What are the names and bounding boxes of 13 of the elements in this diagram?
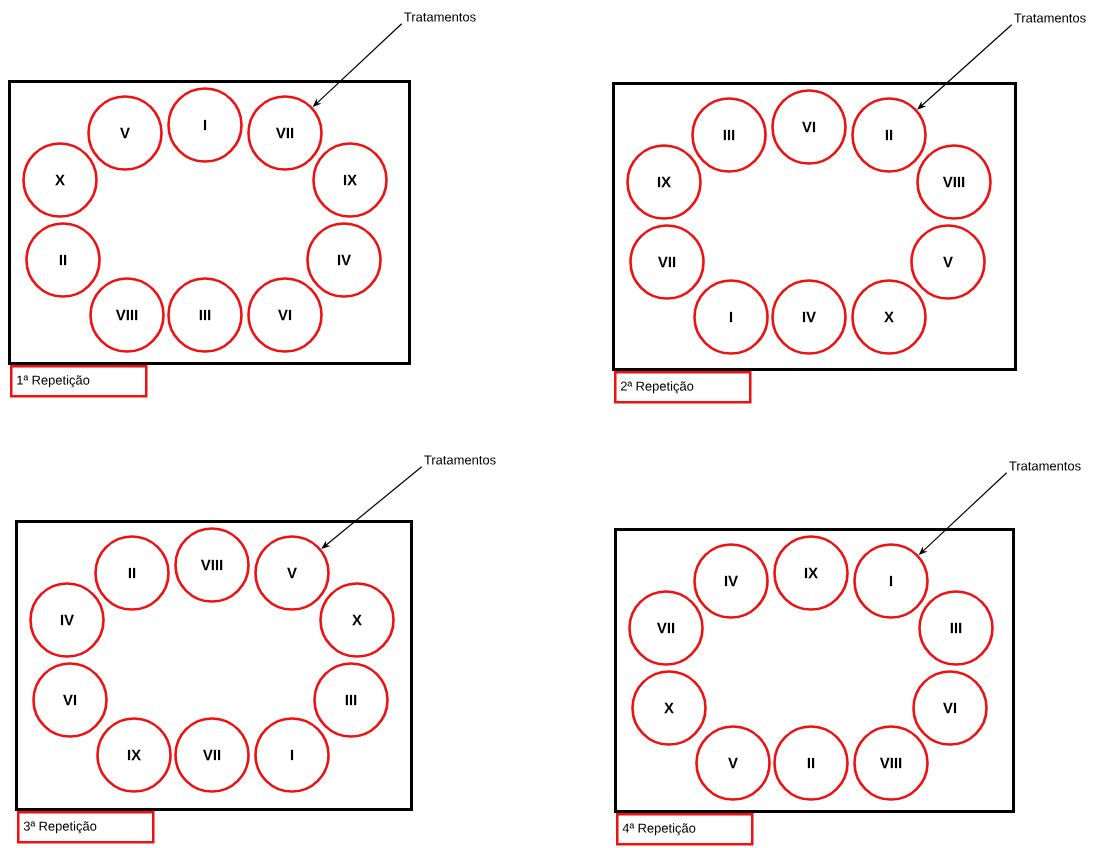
repetition-label: 3ª Repetição (17, 811, 155, 844)
field-plot (612, 82, 1017, 371)
field-plot (15, 520, 413, 811)
field-plot (8, 80, 411, 365)
repetition-label: 4ª Repetição (616, 813, 754, 846)
field-plot (614, 528, 1015, 813)
annotation-text: Tratamentos (424, 455, 496, 465)
annotation-text: Tratamentos (404, 12, 476, 22)
repetition-label: 2ª Repetição (614, 371, 752, 404)
annotation-text: Tratamentos (1014, 13, 1086, 23)
leader-arrow (917, 24, 1013, 110)
annotation-text: Tratamentos (1009, 461, 1081, 471)
repetition-label: 1ª Repetição (10, 365, 148, 398)
